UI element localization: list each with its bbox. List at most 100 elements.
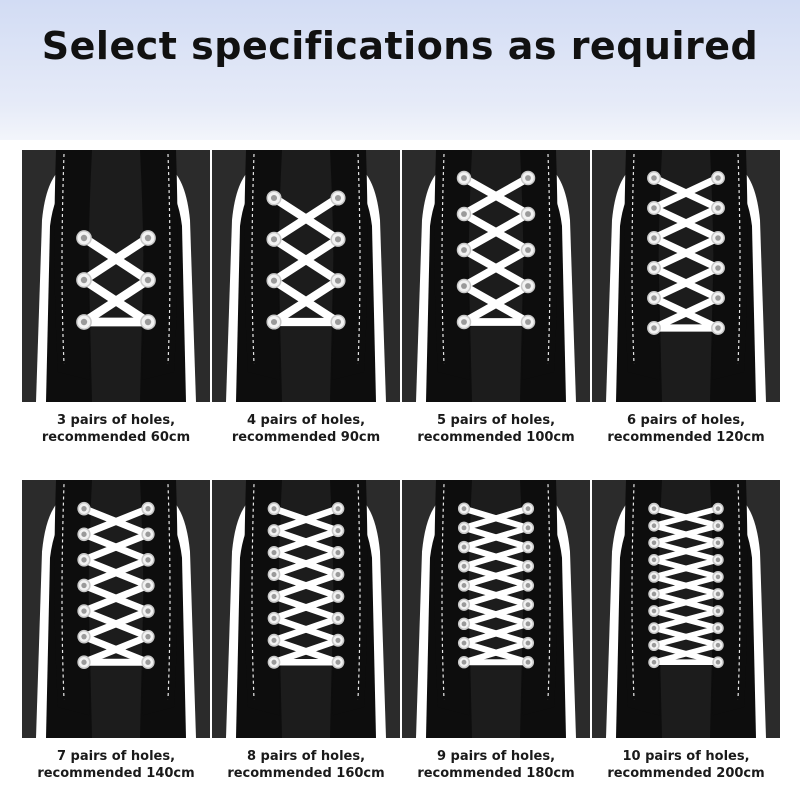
spec-holes-label: 5 pairs of holes,: [436, 413, 556, 428]
eyelet-hole: [80, 318, 88, 326]
laces: [269, 193, 343, 327]
stitching-left: [631, 484, 635, 700]
lace-segment: [651, 591, 721, 614]
eyelet-hole: [651, 574, 657, 580]
spec-option-4-pairs[interactable]: 4 pairs of holes, recommended 90cm: [212, 150, 400, 480]
eyelet-hole: [81, 608, 87, 614]
spec-caption: 8 pairs of holes, recommended 160cm: [204, 748, 408, 782]
eyelet-hole: [525, 211, 531, 217]
eyelet-hole: [651, 506, 657, 511]
lace-segment: [269, 276, 343, 327]
eyelet-hole: [651, 175, 657, 181]
spec-option-3-pairs[interactable]: 3 pairs of holes, recommended 60cm: [22, 150, 210, 480]
lace-segment: [80, 607, 152, 641]
eyelet-hole: [715, 506, 721, 511]
lace-segment: [461, 524, 531, 551]
eyelet-hole: [651, 540, 657, 546]
eyelet-hole: [271, 593, 277, 600]
shoe-tongue: [86, 150, 146, 402]
shoe-lacing-illustration: [606, 150, 766, 402]
shoe-left-panel: [54, 480, 92, 716]
eyelet-hole: [461, 247, 467, 253]
spec-option-8-pairs[interactable]: 8 pairs of holes, recommended 160cm: [212, 480, 400, 810]
spec-option-7-pairs[interactable]: 7 pairs of holes, recommended 140cm: [22, 480, 210, 810]
shoe-left-panel: [54, 150, 92, 380]
eyelet-hole: [715, 265, 721, 271]
shoe-right-panel: [330, 150, 368, 380]
shoe-right-panel: [140, 150, 178, 380]
eyelet-hole: [81, 633, 87, 640]
lace-segment: [461, 505, 531, 531]
lace-segment: [460, 282, 532, 326]
spec-caption: 5 pairs of holes, recommended 100cm: [394, 412, 598, 446]
stitching-left: [441, 153, 445, 365]
eyelet-hole: [525, 506, 531, 512]
spec-row-1: 3 pairs of holes, recommended 60cm 4 pai…: [22, 150, 780, 480]
lace-segment: [80, 633, 152, 666]
stitching-right: [737, 484, 741, 700]
eyelet-hole: [651, 265, 657, 271]
eyelet-hole: [651, 659, 657, 665]
spec-option-9-pairs[interactable]: 9 pairs of holes, recommended 180cm: [402, 480, 590, 810]
eyelet-hole: [80, 276, 88, 284]
eyelet-hole: [525, 583, 531, 588]
eyelet-hole: [271, 571, 277, 578]
shoe-lacing-illustration: [606, 480, 766, 738]
eyelet-hole: [335, 571, 341, 578]
eyelet-hole: [271, 528, 277, 534]
lace-segment: [651, 539, 721, 563]
lace-segment: [269, 193, 343, 244]
spec-option-6-pairs[interactable]: 6 pairs of holes, recommended 120cm: [592, 150, 780, 480]
spec-option-10-pairs[interactable]: 10 pairs of holes, recommended 200cm: [592, 480, 780, 810]
laces: [651, 505, 721, 666]
eyelet-hole: [715, 608, 721, 614]
eyelet-hole: [270, 318, 278, 326]
eyelet-hole: [651, 295, 657, 301]
eyelet-hole: [651, 205, 657, 211]
eyelet-hole: [525, 640, 531, 646]
spec-length-label: recommended 60cm: [41, 430, 191, 445]
lace-segment: [461, 620, 531, 647]
shoe-lacing-illustration: [226, 480, 386, 738]
eyelet-hole: [145, 557, 151, 563]
eyelet-hole: [715, 295, 721, 301]
spec-length-label: recommended 200cm: [607, 766, 765, 781]
stitching-right: [547, 484, 551, 700]
lace-segment: [650, 234, 722, 272]
eyelet-hole: [334, 318, 342, 326]
stitching-left: [441, 484, 445, 700]
eyelet-hole: [525, 247, 531, 253]
lace-segment: [460, 246, 532, 290]
eyelet-hole: [715, 325, 721, 331]
spec-option-5-pairs[interactable]: 5 pairs of holes, recommended 100cm: [402, 150, 590, 480]
eyelet-hole: [525, 602, 531, 608]
eyelet-hole: [81, 659, 87, 665]
spec-holes-label: 9 pairs of holes,: [436, 749, 556, 764]
lace-segment: [651, 522, 721, 546]
eyelet-hole: [335, 549, 341, 556]
eyelet-hole: [145, 531, 151, 537]
spec-caption: 7 pairs of holes, recommended 140cm: [14, 748, 218, 782]
eyelet-hole: [145, 505, 151, 512]
eyelet-hole: [461, 602, 467, 608]
shoe-right-panel: [520, 480, 558, 716]
spec-holes-label: 3 pairs of holes,: [56, 413, 176, 428]
eyelet-hole: [334, 277, 342, 284]
header-band: [0, 0, 800, 140]
lace-segment: [270, 549, 342, 578]
eyelet-hole: [651, 642, 657, 648]
page-title: Select specifications as required: [41, 24, 759, 68]
eyelet-hole: [335, 528, 341, 534]
lace-segment: [460, 174, 532, 218]
eyelet-hole: [651, 523, 657, 529]
shoe-lacing-image: [402, 480, 590, 738]
eyelet-hole: [145, 659, 151, 665]
eyelet-hole: [80, 234, 88, 242]
laces: [270, 505, 342, 666]
shoe-lacing-image: [212, 480, 400, 738]
eyelet-hole: [461, 211, 467, 217]
eyelet-hole: [525, 319, 531, 325]
eyelet-hole: [525, 659, 531, 665]
eyelet-hole: [270, 277, 278, 284]
laces: [461, 505, 531, 666]
